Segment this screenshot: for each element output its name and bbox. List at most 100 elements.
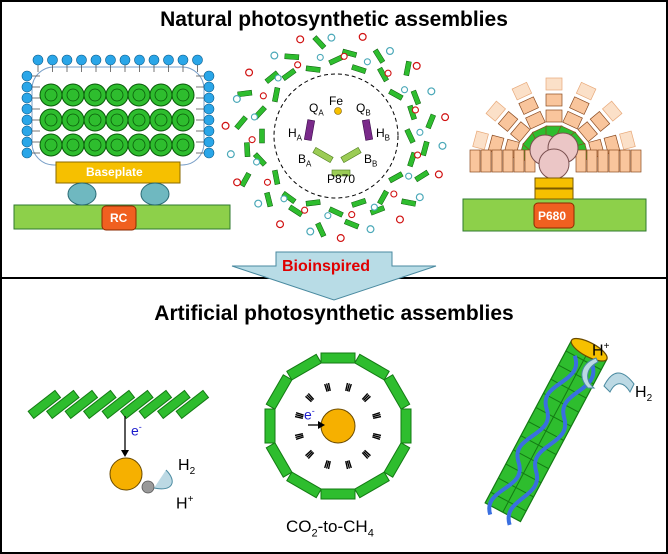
lipid-head	[203, 92, 215, 104]
ring-linker-tick	[306, 394, 314, 402]
ring-pigment-bar	[286, 471, 322, 499]
carotenoid-dot	[415, 193, 424, 202]
ring-linker-tick	[325, 383, 330, 392]
bchl-rod-inner	[66, 88, 80, 102]
ha-text: H	[288, 126, 297, 140]
antenna-protein	[619, 149, 631, 173]
hb-sub: B	[384, 133, 391, 143]
antenna-protein	[502, 149, 514, 173]
lh-bchl	[343, 218, 360, 230]
lipid-head	[203, 114, 215, 126]
carotenoid-dot	[250, 113, 258, 121]
p680-center	[533, 202, 575, 229]
ring-linker-tick	[372, 434, 381, 439]
linear-hplus-sup: +	[187, 494, 194, 505]
lh-bchl	[281, 190, 297, 204]
ring-pigment-bar	[400, 408, 412, 444]
carotenoid-dot	[438, 141, 447, 150]
special-pair	[331, 169, 351, 177]
ring-linker-tick	[373, 415, 382, 419]
bchl-rod-inner	[132, 113, 146, 127]
ring-linker-tick	[327, 382, 331, 391]
p870-label: P870	[327, 172, 356, 186]
ring-linker-tick	[372, 412, 381, 416]
carotenoid-dot	[441, 113, 450, 122]
carotenoid-dot	[400, 86, 409, 94]
purple-bacteria-diagram	[221, 32, 450, 243]
bchl-rod	[61, 133, 85, 157]
bchl-rod	[171, 133, 195, 157]
linear-e-sup: -	[138, 422, 142, 432]
lh-bchl	[351, 64, 367, 74]
carotenoid-dot	[370, 203, 378, 211]
antenna-protein	[518, 96, 539, 115]
antenna-protein	[562, 110, 583, 130]
pigment-bar	[175, 389, 210, 420]
bchl-rod	[61, 108, 85, 132]
lipid-head	[148, 54, 160, 66]
linear-e-text: e	[131, 422, 139, 439]
lh-bchl	[264, 191, 274, 208]
antenna-protein	[597, 149, 609, 173]
lh-bchl	[259, 128, 265, 144]
antenna-protein	[485, 100, 507, 122]
co2-to-ch4-caption: CO2-to-CH4	[286, 517, 374, 539]
antenna-protein	[601, 100, 623, 122]
lipid-head	[21, 81, 33, 93]
ring-linker-tick	[348, 460, 352, 469]
tube-h2-arrow	[603, 372, 635, 394]
pigment-bar	[64, 389, 99, 420]
lh-bchl	[372, 48, 386, 64]
nanotube-diagram	[484, 337, 635, 526]
carotenoid-dot	[327, 33, 336, 42]
carotenoid-dot	[363, 58, 371, 66]
ring-assembly-diagram	[264, 352, 412, 500]
bchl-rod	[83, 83, 107, 107]
ring-linker-tick	[294, 433, 303, 437]
fe-atom	[334, 107, 342, 115]
antenna-protein	[589, 110, 611, 132]
bchl-rod	[127, 83, 151, 107]
antenna-protein	[569, 96, 590, 115]
lh-bchl	[244, 142, 251, 158]
lh-bchl	[410, 89, 422, 106]
lipid-head	[21, 103, 33, 115]
bchl-rod	[149, 133, 173, 157]
carotenoid-dot	[221, 121, 230, 130]
lh-bchl	[239, 171, 252, 188]
bchl-rod-inner	[88, 113, 102, 127]
carotenoid-dot	[280, 195, 288, 203]
fe-label: Fe	[329, 94, 344, 108]
psii-linker-2	[534, 188, 574, 200]
bb-sub: B	[372, 159, 378, 169]
polymer-strand-1	[487, 354, 579, 516]
lh-bchl	[400, 198, 417, 207]
lipid-head	[105, 54, 116, 66]
lh-bchl	[281, 68, 297, 82]
qa-text: Q	[309, 101, 319, 115]
ba-text: B	[298, 152, 307, 166]
bchl-rod	[105, 83, 129, 107]
fmo-protein-left	[67, 182, 97, 206]
bchl-rod	[127, 133, 151, 157]
lh-bchl	[420, 140, 430, 157]
qa-sub: A	[318, 108, 324, 118]
pigment-bar	[82, 389, 117, 420]
lipid-head	[203, 147, 215, 159]
lipid-head	[21, 125, 33, 137]
lh-bchl	[288, 204, 304, 218]
nanotube-axis	[502, 349, 590, 513]
carotenoid-dot	[412, 61, 421, 70]
bchl-rod-inner	[176, 88, 190, 102]
ba-sub: A	[306, 159, 312, 169]
ha-sub: A	[296, 133, 303, 143]
carotenoid-dot	[274, 74, 282, 82]
carotenoid-dot	[254, 199, 263, 208]
carotenoid-dot	[405, 172, 413, 180]
linear-hplus-label: H+	[176, 494, 193, 513]
bchl-rod-inner	[176, 138, 190, 152]
ring-pigment-bar	[320, 488, 356, 500]
antenna-protein	[586, 149, 598, 173]
lh-bchl	[305, 65, 321, 73]
carotenoid-dot	[395, 215, 404, 224]
